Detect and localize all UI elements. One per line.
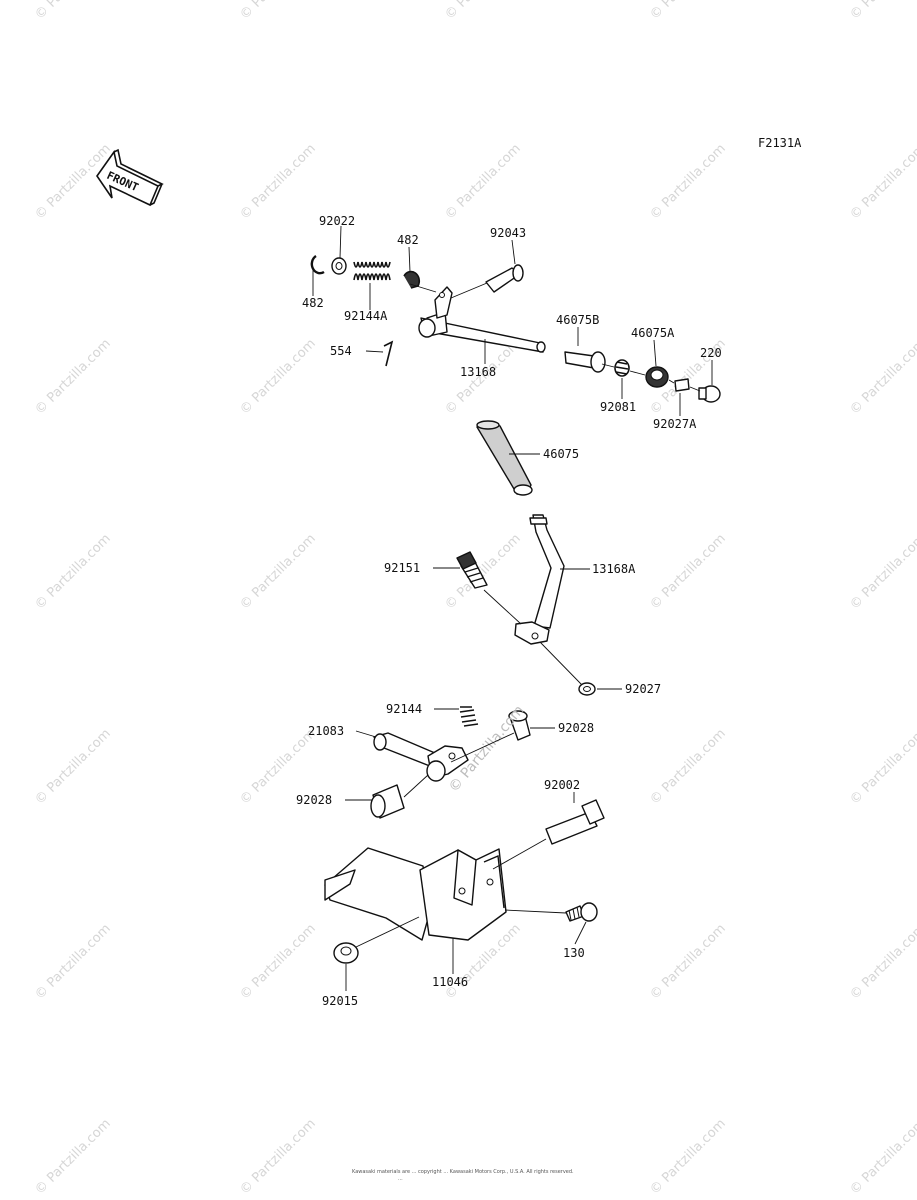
part-label: 220 <box>700 346 722 360</box>
watermark-text: © Partzilla.com <box>237 0 319 23</box>
watermark-text: © Partzilla.com <box>647 726 729 808</box>
part-label: 130 <box>563 946 585 960</box>
shift-shaft-assembly <box>310 254 721 403</box>
watermark-text: © Partzilla.com <box>237 336 319 418</box>
watermark-text: © Partzilla.com <box>237 921 319 1003</box>
watermark-text: © Partzilla.com <box>647 921 729 1003</box>
watermark-text: © Partzilla.com <box>32 921 114 1003</box>
watermark-text: © Partzilla.com <box>32 726 114 808</box>
part-label: 13168 <box>460 365 496 379</box>
watermark-text: © Partzilla.com <box>647 1116 729 1198</box>
link-assembly: © Partzilla.com <box>370 703 531 819</box>
watermark-layer: © Partzilla.com © Partzilla.com © Partzi… <box>32 0 917 1198</box>
watermark-text: © Partzilla.com <box>847 726 917 808</box>
part-label: 92028 <box>558 721 594 735</box>
watermark-text: © Partzilla.com <box>647 141 729 223</box>
watermark-text: © Partzilla.com <box>237 531 319 613</box>
watermark-text: © Partzilla.com <box>237 141 319 223</box>
watermark-text: © Partzilla.com <box>442 0 524 23</box>
watermark-text: © Partzilla.com <box>32 0 114 23</box>
part-label: 46075A <box>631 326 675 340</box>
watermark-text: © Partzilla.com <box>32 336 114 418</box>
part-label: 92144 <box>386 702 422 716</box>
part-label: 92002 <box>544 778 580 792</box>
part-label: 92028 <box>296 793 332 807</box>
watermark-text: © Partzilla.com <box>647 531 729 613</box>
part-label: 92144A <box>344 309 388 323</box>
part-label: 11046 <box>432 975 468 989</box>
part-label: 92015 <box>322 994 358 1008</box>
part-label: 92027 <box>625 682 661 696</box>
watermark-text: © Partzilla.com <box>442 141 524 223</box>
shift-lever-assembly <box>456 420 596 696</box>
part-label: 92027A <box>653 417 697 431</box>
part-label: 92081 <box>600 400 636 414</box>
part-label: 92043 <box>490 226 526 240</box>
bracket-assembly <box>324 799 605 964</box>
part-labels: 92022 482 92043 482 92144A 46075B 46075A… <box>296 214 722 1008</box>
watermark-text: © Partzilla.com <box>237 1116 319 1198</box>
watermark-text: © Partzilla.com <box>32 531 114 613</box>
part-label: 92151 <box>384 561 420 575</box>
watermark-text: © Partzilla.com <box>847 531 917 613</box>
part-label: 482 <box>397 233 419 247</box>
part-label: 21083 <box>308 724 344 738</box>
leader-lines <box>312 225 713 991</box>
watermark-text: © Partzilla.com <box>647 0 729 23</box>
part-label: 13168A <box>592 562 636 576</box>
part-label: 92022 <box>319 214 355 228</box>
part-label: 482 <box>302 296 324 310</box>
watermark-text: © Partzilla.com <box>847 336 917 418</box>
part-label: 46075 <box>543 447 579 461</box>
watermark-text: © Partzilla.com <box>847 0 917 23</box>
watermark-text: © Partzilla.com <box>847 1116 917 1198</box>
part-label: 554 <box>330 344 352 358</box>
watermark-text: © Partzilla.com <box>32 1116 114 1198</box>
footer-copyright: Kawasaki materials are ... copyright ...… <box>352 1169 574 1175</box>
footer-copyright-2: ... <box>398 1176 403 1182</box>
part-label: 46075B <box>556 313 599 327</box>
watermark-text: © Partzilla.com <box>847 921 917 1003</box>
watermark-text: © Partzilla.com <box>442 531 524 613</box>
watermark-text: © Partzilla.com <box>847 141 917 223</box>
diagram-code: F2131A <box>758 136 802 150</box>
